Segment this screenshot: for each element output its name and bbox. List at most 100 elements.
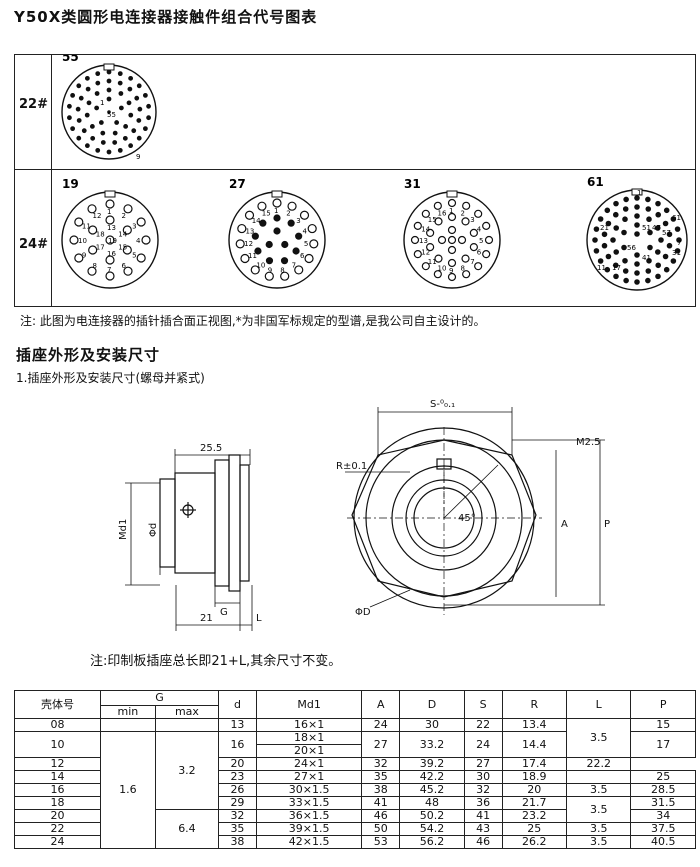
th-a: A [361,690,401,719]
contact-pin [254,247,262,255]
contact-pin [601,242,608,249]
contact-pin [294,265,304,275]
pin-label: 2 [460,209,464,217]
pin-label: 11 [248,252,257,260]
cell-r: 18.9 [501,770,568,784]
cell-g-min-blank [99,718,156,732]
th-D: D [399,690,465,719]
cell-md1-line: 18×1 [294,731,325,744]
pin-label: 1 [107,208,111,216]
contact-pin [666,231,673,238]
contact-pin [437,235,447,245]
contact-pin [114,120,120,125]
cell-a: 27 [361,731,401,758]
dim-l: L [256,613,262,624]
contact-pin [447,198,457,208]
contact-pin [654,225,661,231]
contact-pin [95,147,101,153]
cell-p: 25 [630,770,696,784]
contact-pin [593,248,600,254]
contact-pin [413,250,422,259]
pin-label: 7 [107,266,111,274]
cell-a: 24 [361,718,401,732]
contact-pin [663,207,670,214]
contact-pin [76,83,82,89]
contact-pin [604,207,611,214]
contact-pin [90,135,96,141]
contact-pin [622,257,628,264]
contact-pin [469,243,478,252]
mechanical-drawing: 25.5 Md1 Φd G 21 L S-⁰₀.₁ M2.5 R±0.1 45°… [118,399,610,631]
contact-pin [621,229,627,236]
cell-s: 24 [463,731,503,758]
contact-pin [141,235,151,245]
pin-label: 4 [477,226,482,234]
contact-pin [304,253,314,264]
cell-md1: 30×1.5 [255,783,363,797]
contact-pin [69,235,79,245]
contact-pin [81,128,87,134]
layout-code: 31 [404,177,421,191]
contact-pin [87,266,97,276]
dim-a: A [561,519,568,530]
contact-pin [136,253,146,263]
contact-pin [123,124,129,129]
side-body [174,472,216,574]
cell-d: 13 [217,718,257,732]
contact-pin [447,272,457,282]
contact-pin [122,135,128,141]
cell-a: 50 [361,822,401,836]
contact-pin [592,237,598,243]
contact-pin [85,86,91,92]
dim-m2-5: M2.5 [576,437,601,448]
contact-pin [142,92,148,98]
pin-label: 15 [428,216,437,224]
pin-label: 10 [438,265,447,273]
th-shell: 壳体号 [14,690,101,719]
cell-a: 38 [361,783,401,797]
contact-pin [634,261,640,267]
contact-pin [74,253,84,263]
cell-l: 3.5 [566,718,632,758]
dim-s: S-⁰₀.₁ [430,399,455,410]
contact-pin [136,83,142,89]
contact-pin [265,240,273,249]
contact-pin [447,258,457,268]
th-d: d [217,690,257,719]
key-slot [446,190,458,198]
pin-label: 21 [600,224,609,232]
contact-pin [462,201,471,210]
bottom-note: 注:印制板插座总长即21+L,其余尺寸不变。 [90,654,342,669]
cell-s: 36 [463,796,503,810]
contact-pin [646,257,652,264]
pin-label: 8 [280,266,284,274]
contact-pin [281,240,289,249]
contact-pin [433,270,442,279]
cell-d: 32 [217,809,257,823]
th-r: R [501,690,568,719]
pin-label: 14 [421,226,430,234]
contact-pin [645,277,651,284]
pin-label: 19 [108,237,117,245]
contact-pin [88,245,98,255]
contact-pin [623,196,629,203]
contact-pin [105,235,115,245]
cell-md1-line: 20×1 [256,744,362,757]
cell-d: 29 [217,796,257,810]
cell-D: 33.2 [399,731,465,758]
contact-pin [128,143,134,149]
contact-pin [426,243,435,252]
cell-s: 30 [463,770,503,784]
dim-45: 45° [458,513,476,524]
contact-pin [597,258,604,264]
contact-pin [95,80,101,86]
pin-label: 6 [300,252,305,260]
cell-d: 16 [217,731,257,758]
contact-pin [645,206,652,212]
dim-phi-D: ΦD [355,607,371,618]
cell-r: 26.2 [501,835,568,849]
contact-pin [612,211,619,218]
